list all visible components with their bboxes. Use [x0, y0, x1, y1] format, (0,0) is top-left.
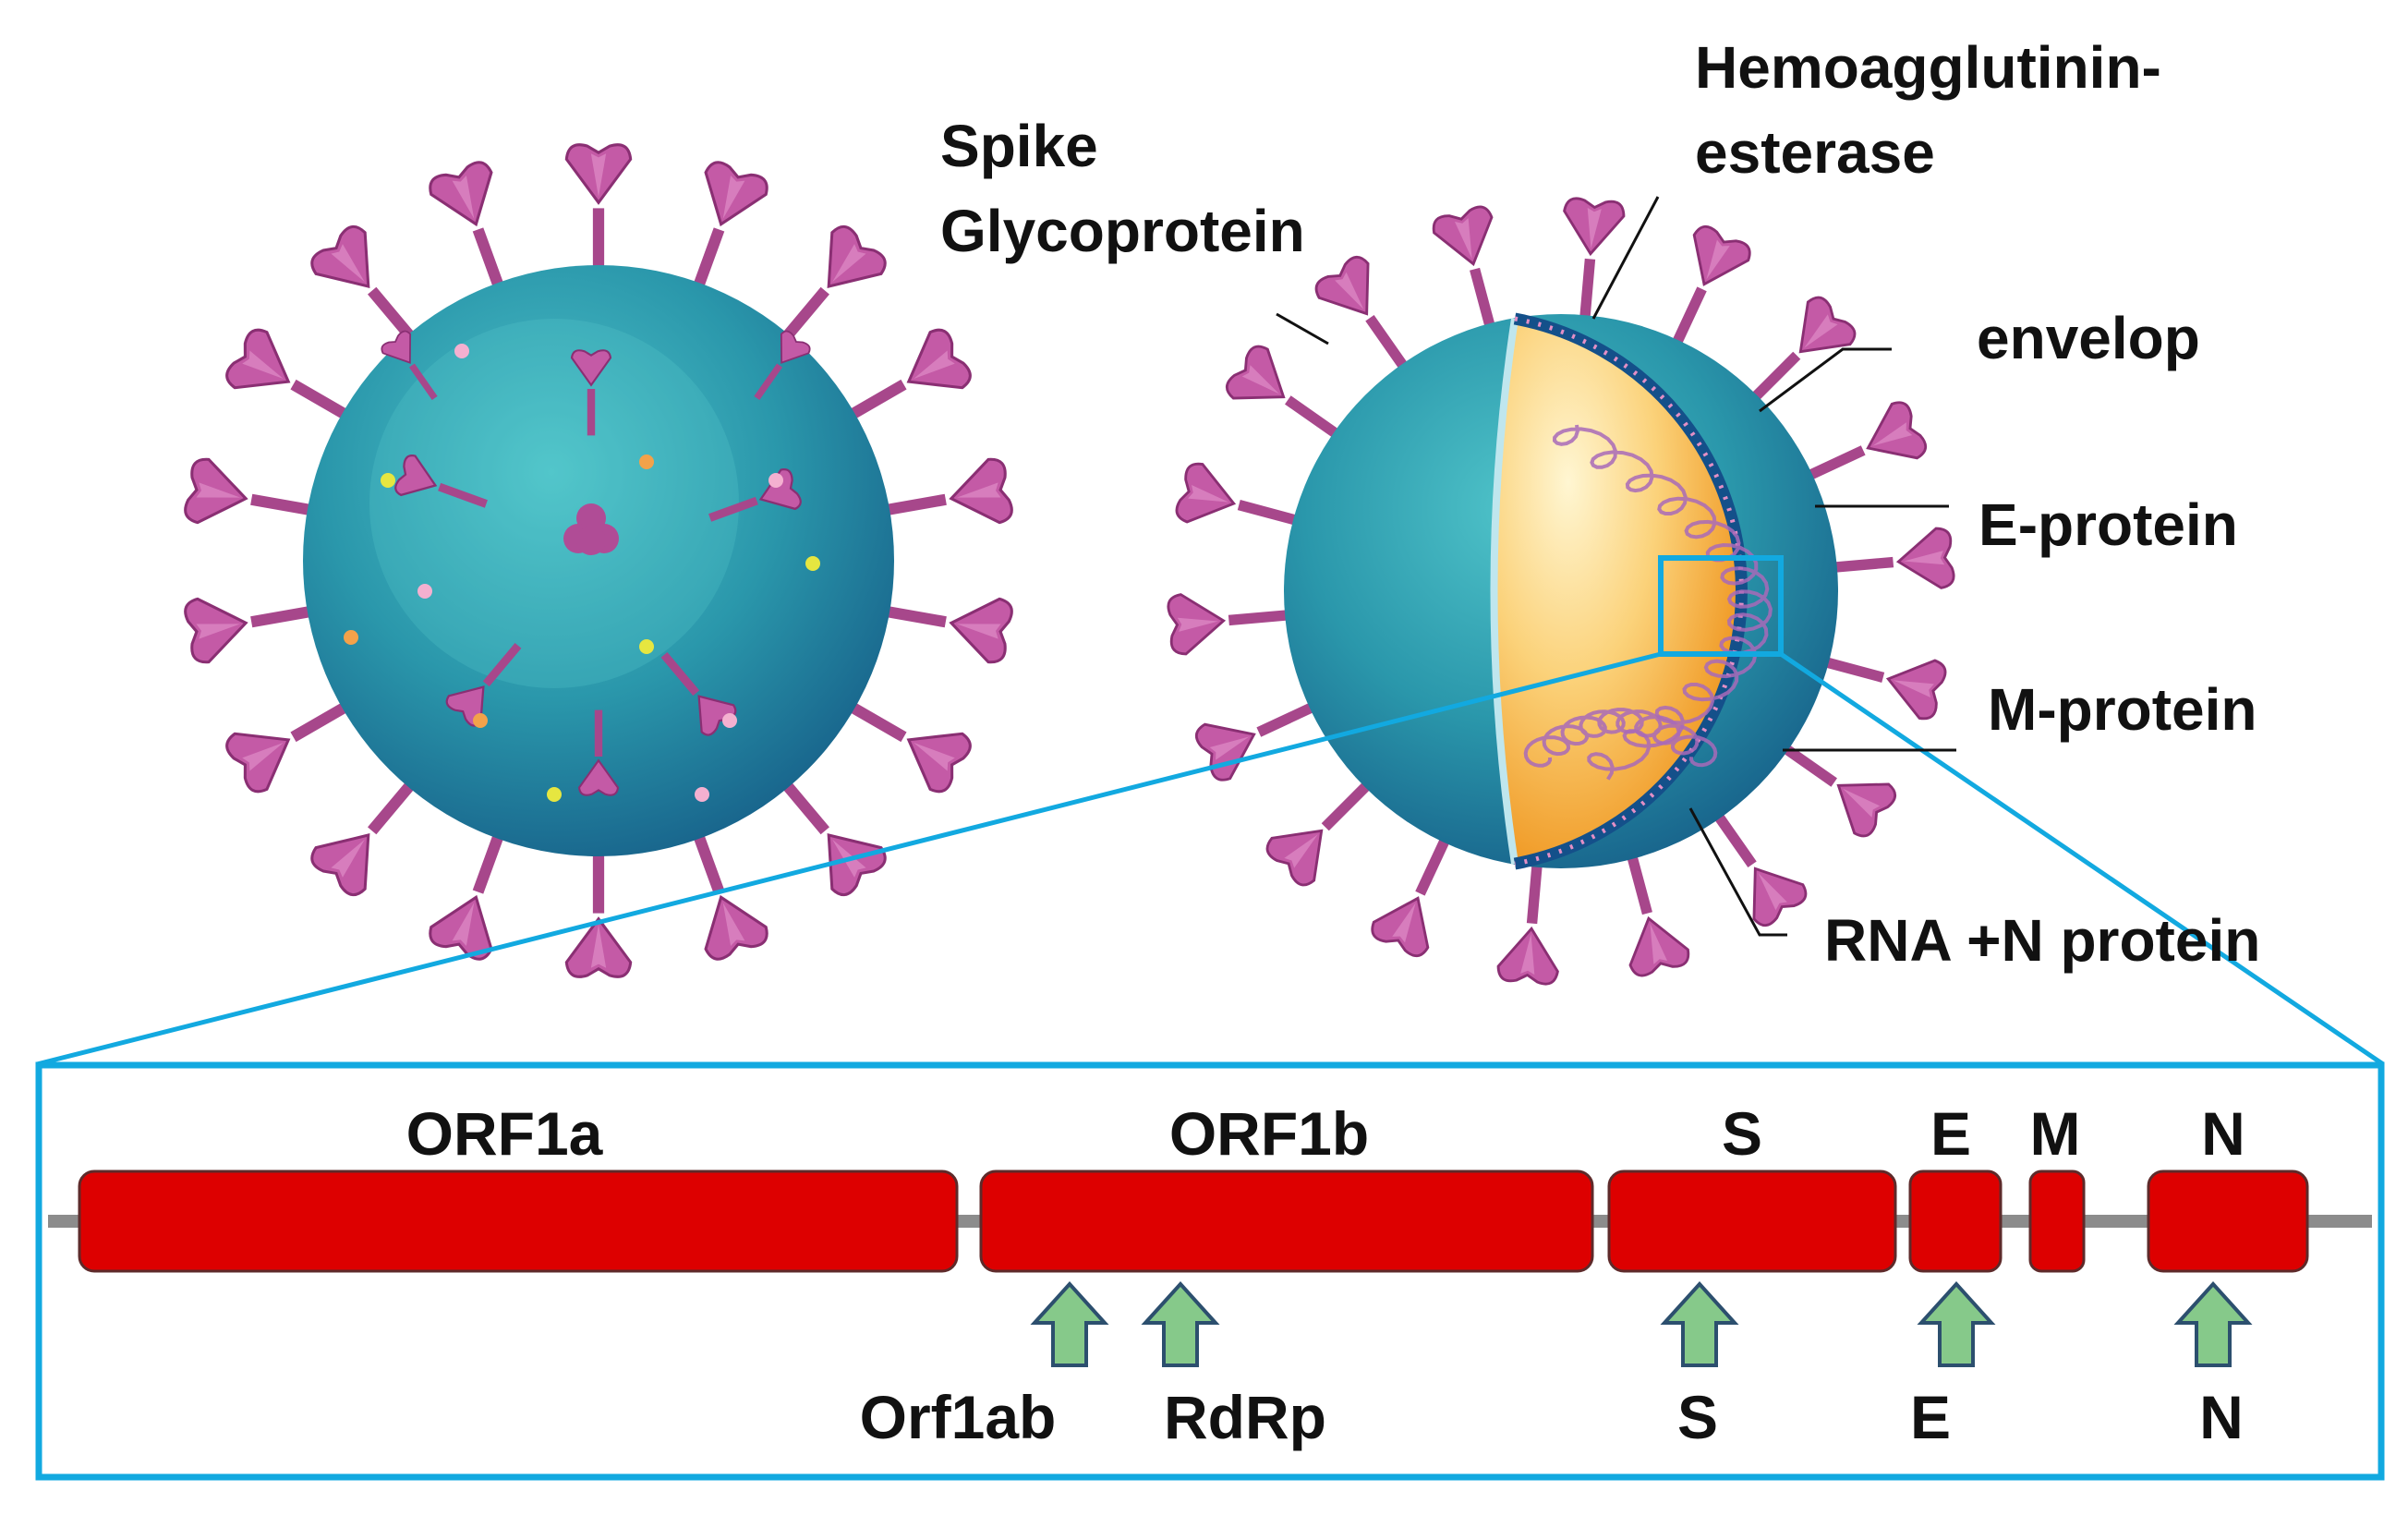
target-label-e: E: [1910, 1383, 1951, 1451]
target-label-orf1ab: Orf1ab: [860, 1383, 1057, 1451]
surface-spike-icon: [708, 468, 802, 522]
spike-icon: [1742, 296, 1857, 410]
spike-icon: [1563, 197, 1626, 332]
spike-icon: [564, 143, 633, 286]
genome-panel: ORF1a ORF1b S E M N Orf1ab RdRp S E N: [35, 1061, 2385, 1481]
zoom-box: [1658, 555, 1784, 657]
spike-icon: [1432, 205, 1499, 341]
surface-dot: [417, 584, 432, 599]
cutaway-virion: [1167, 197, 1955, 986]
gene-box-e: [1908, 1170, 2003, 1273]
label-spike-line1: Spike: [940, 113, 1098, 179]
spike-icon: [1811, 653, 1947, 721]
leader-lines: [1276, 196, 1956, 937]
up-arrow-icon: [2173, 1281, 2253, 1367]
spike-icon: [1496, 851, 1559, 986]
label-rna-n: RNA +N protein: [1824, 907, 2260, 974]
gene-box-m: [2028, 1170, 2086, 1273]
rna-coil: [1523, 424, 1773, 781]
gene-label-s: S: [1722, 1099, 1762, 1168]
spike-icon: [564, 835, 633, 978]
target-label-n: N: [2199, 1383, 2244, 1451]
up-arrow-icon: [1030, 1281, 1109, 1367]
label-spike: Spike Glycoprotein: [940, 113, 1305, 264]
up-arrow-icon: [1141, 1281, 1220, 1367]
surface-dot: [805, 556, 820, 571]
surface-spike-icon: [577, 709, 620, 796]
surface-spike-icon: [394, 454, 488, 508]
spike-icon: [868, 597, 1013, 664]
surface-dot: [454, 344, 469, 358]
surface-dot: [639, 639, 654, 654]
gene-label-n: N: [2201, 1099, 2245, 1168]
surface-spike-icon: [381, 330, 438, 401]
gene-box-orf1a: [78, 1170, 959, 1273]
surface-spike-icon: [660, 651, 737, 736]
up-arrow-icon: [1660, 1281, 1739, 1367]
label-m-protein: M-protein: [1988, 676, 2257, 743]
label-spike-line2: Glycoprotein: [940, 198, 1305, 264]
spike-icon: [1175, 462, 1311, 529]
surface-dot: [695, 787, 709, 802]
gene-box-orf1b: [979, 1170, 1594, 1273]
left-virion-surface-dots: [344, 344, 820, 802]
surface-dot: [639, 454, 654, 469]
target-label-rdrp: RdRp: [1164, 1383, 1326, 1451]
up-arrow-icon: [1917, 1281, 1996, 1367]
spike-icon: [1194, 697, 1326, 782]
gene-label-orf1a: ORF1a: [406, 1099, 604, 1168]
spike-icon: [1796, 401, 1928, 486]
surface-dot: [547, 787, 562, 802]
spike-icon: [1623, 842, 1690, 977]
spike-icon: [1666, 224, 1751, 357]
label-e-protein: E-protein: [1978, 491, 2238, 558]
label-hemagglutinin-line2: esterase: [1695, 119, 1935, 186]
rna-strand: [1523, 708, 1718, 768]
label-hemagglutinin-line1: Hemoagglutinin-: [1695, 34, 2161, 101]
surface-dot: [768, 473, 783, 488]
gene-label-m: M: [2030, 1099, 2081, 1168]
surface-spike-icon: [754, 330, 811, 401]
virion-labels: Spike Glycoprotein Hemoagglutinin- ester…: [940, 34, 2260, 974]
surface-dot: [473, 713, 488, 728]
surface-spike-icon: [570, 349, 612, 436]
gene-label-orf1b: ORF1b: [1169, 1099, 1369, 1168]
spike-icon: [1821, 527, 1955, 589]
left-virion-highlight: [369, 319, 739, 688]
spike-icon: [1167, 593, 1301, 656]
label-envelop: envelop: [1977, 305, 2200, 371]
spike-icon: [1772, 736, 1897, 838]
gene-box-n: [2147, 1170, 2309, 1273]
target-label-s: S: [1677, 1383, 1718, 1451]
surface-dot: [722, 713, 737, 728]
gene-label-e: E: [1930, 1099, 1971, 1168]
gene-labels: ORF1a ORF1b S E M N: [406, 1099, 2245, 1168]
zoom-connectors: [36, 651, 2385, 1067]
gene-boxes: [78, 1170, 2309, 1273]
left-virion-spikes: [184, 143, 1013, 978]
spike-icon: [1371, 826, 1456, 958]
cutaway-rim: [1490, 318, 1519, 865]
label-hemagglutinin: Hemoagglutinin- esterase: [1695, 34, 2178, 186]
left-virion-surface-spikes: [381, 330, 811, 796]
target-arrows: [1030, 1281, 2253, 1367]
gene-box-s: [1607, 1170, 1897, 1273]
target-labels: Orf1ab RdRp S E N: [860, 1383, 2244, 1451]
surface-dot: [344, 630, 358, 645]
rna-strand: [1552, 424, 1773, 781]
surface-dot: [381, 473, 395, 488]
whole-virion: [184, 143, 1013, 978]
